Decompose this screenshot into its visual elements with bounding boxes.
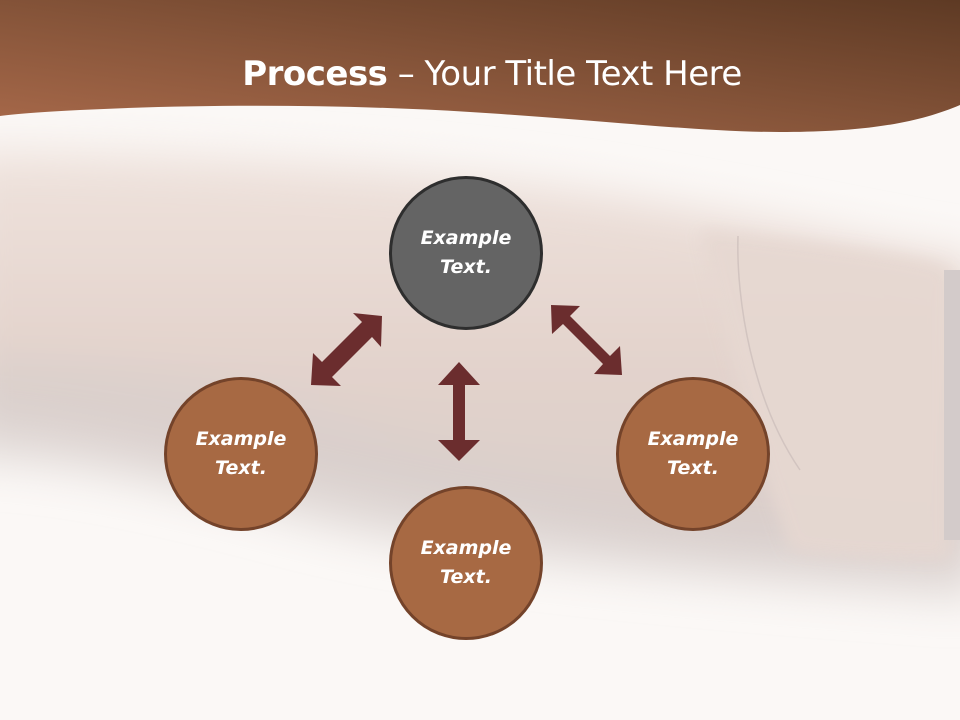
title-rest: – Your Title Text Here bbox=[387, 54, 743, 94]
center-node[interactable]: Example Text. bbox=[389, 176, 543, 330]
bottom-node[interactable]: Example Text. bbox=[389, 486, 543, 640]
bottom-node-label: Example Text. bbox=[420, 537, 512, 588]
header-band bbox=[0, 0, 960, 132]
right-node-label: Example Text. bbox=[647, 428, 739, 479]
left-node[interactable]: Example Text. bbox=[164, 377, 318, 531]
title-bold: Process bbox=[242, 54, 388, 94]
center-node-label: Example Text. bbox=[420, 227, 512, 278]
right-node[interactable]: Example Text. bbox=[616, 377, 770, 531]
left-node-label: Example Text. bbox=[195, 428, 287, 479]
slide-title: Process – Your Title Text Here bbox=[0, 52, 960, 96]
